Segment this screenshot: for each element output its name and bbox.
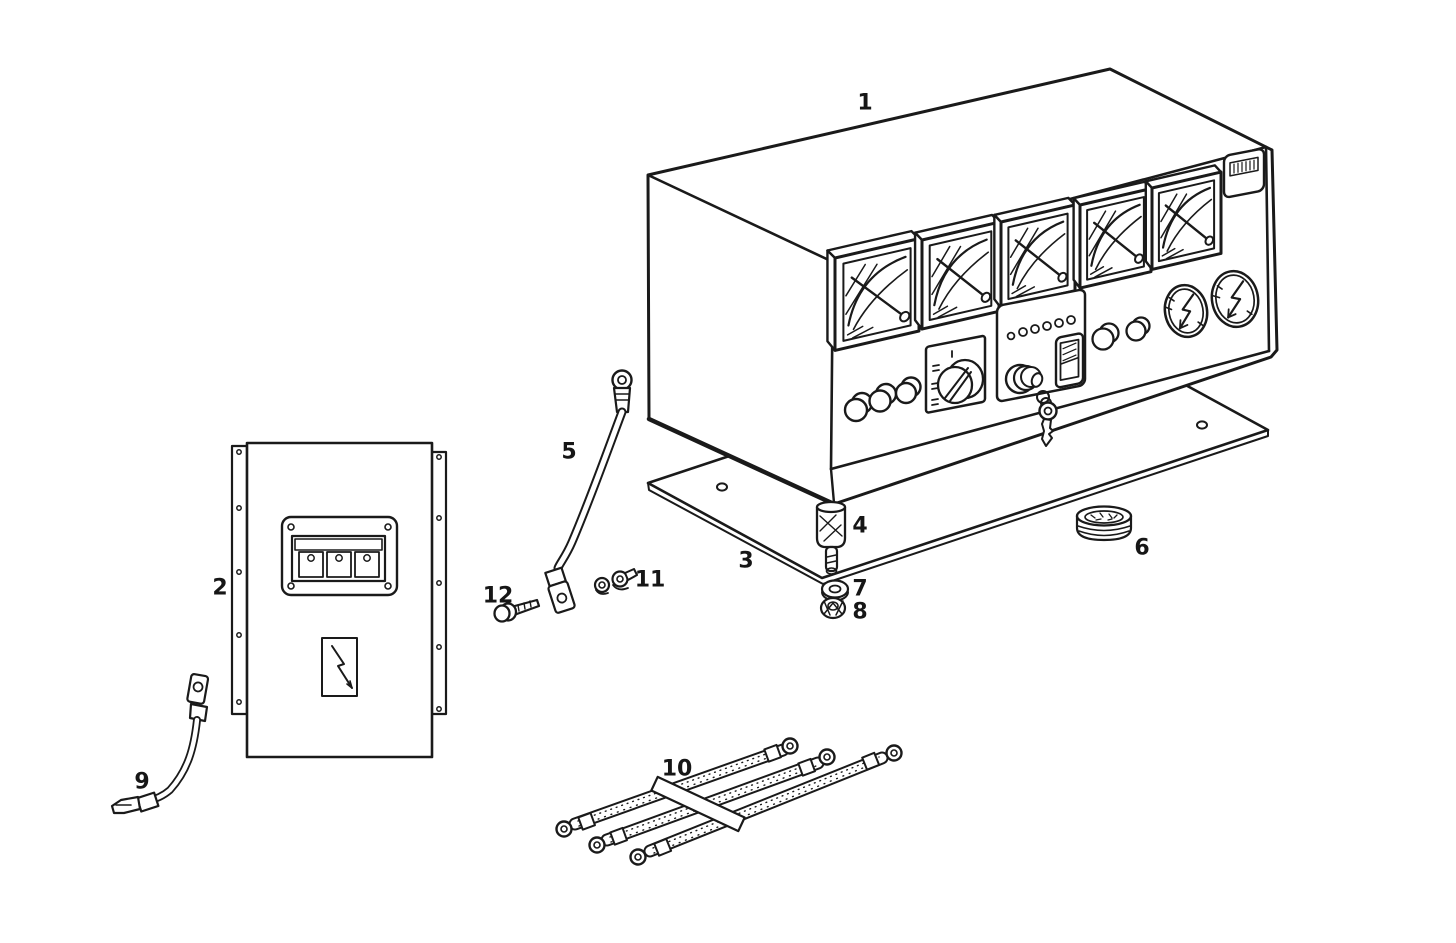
plate-hole-right xyxy=(1197,421,1207,428)
part-label-3: 3 xyxy=(738,548,754,574)
push-buttons xyxy=(845,378,921,422)
warning-label xyxy=(322,638,357,696)
part-label-1: 1 xyxy=(857,90,873,116)
terminal-panel xyxy=(232,443,446,757)
meter-1 xyxy=(826,228,921,354)
meter-5 xyxy=(1144,162,1223,272)
part-label-12: 12 xyxy=(482,583,514,609)
rocker-switch xyxy=(1056,333,1083,388)
rotary-selector-switch xyxy=(926,336,985,413)
meter-2 xyxy=(913,212,1001,332)
terminal-clips xyxy=(595,569,637,594)
part-label-4: 4 xyxy=(852,513,868,539)
gauge-right xyxy=(1207,267,1262,330)
key-ring-and-key xyxy=(1037,391,1057,446)
part-label-7: 7 xyxy=(852,576,868,602)
nut xyxy=(821,598,845,618)
meter-4 xyxy=(1072,179,1153,291)
part-label-11: 11 xyxy=(634,567,666,593)
nameplate-badge xyxy=(1224,148,1264,198)
key-switch-panel xyxy=(997,289,1085,402)
indicator-lights-row xyxy=(1008,316,1075,339)
rubber-mount xyxy=(817,502,845,574)
part-label-9: 9 xyxy=(134,769,150,795)
gauge-left xyxy=(1161,282,1211,341)
part-label-2: 2 xyxy=(212,575,228,601)
braided-cable-set xyxy=(557,739,902,865)
grommet-cap xyxy=(1077,507,1131,541)
part-label-6: 6 xyxy=(1134,535,1150,561)
bolt xyxy=(495,600,540,622)
cable-binding-wrap xyxy=(651,777,744,831)
cable-with-ring-terminals xyxy=(543,371,631,614)
plate-hole-left xyxy=(717,483,727,490)
part-label-5: 5 xyxy=(561,439,577,465)
terminal-block xyxy=(282,517,397,595)
key-switch xyxy=(1006,365,1044,393)
part-label-10: 10 xyxy=(661,756,693,782)
short-cable xyxy=(112,674,208,813)
part-label-8: 8 xyxy=(852,599,868,625)
indicator-lamps xyxy=(1093,318,1150,350)
